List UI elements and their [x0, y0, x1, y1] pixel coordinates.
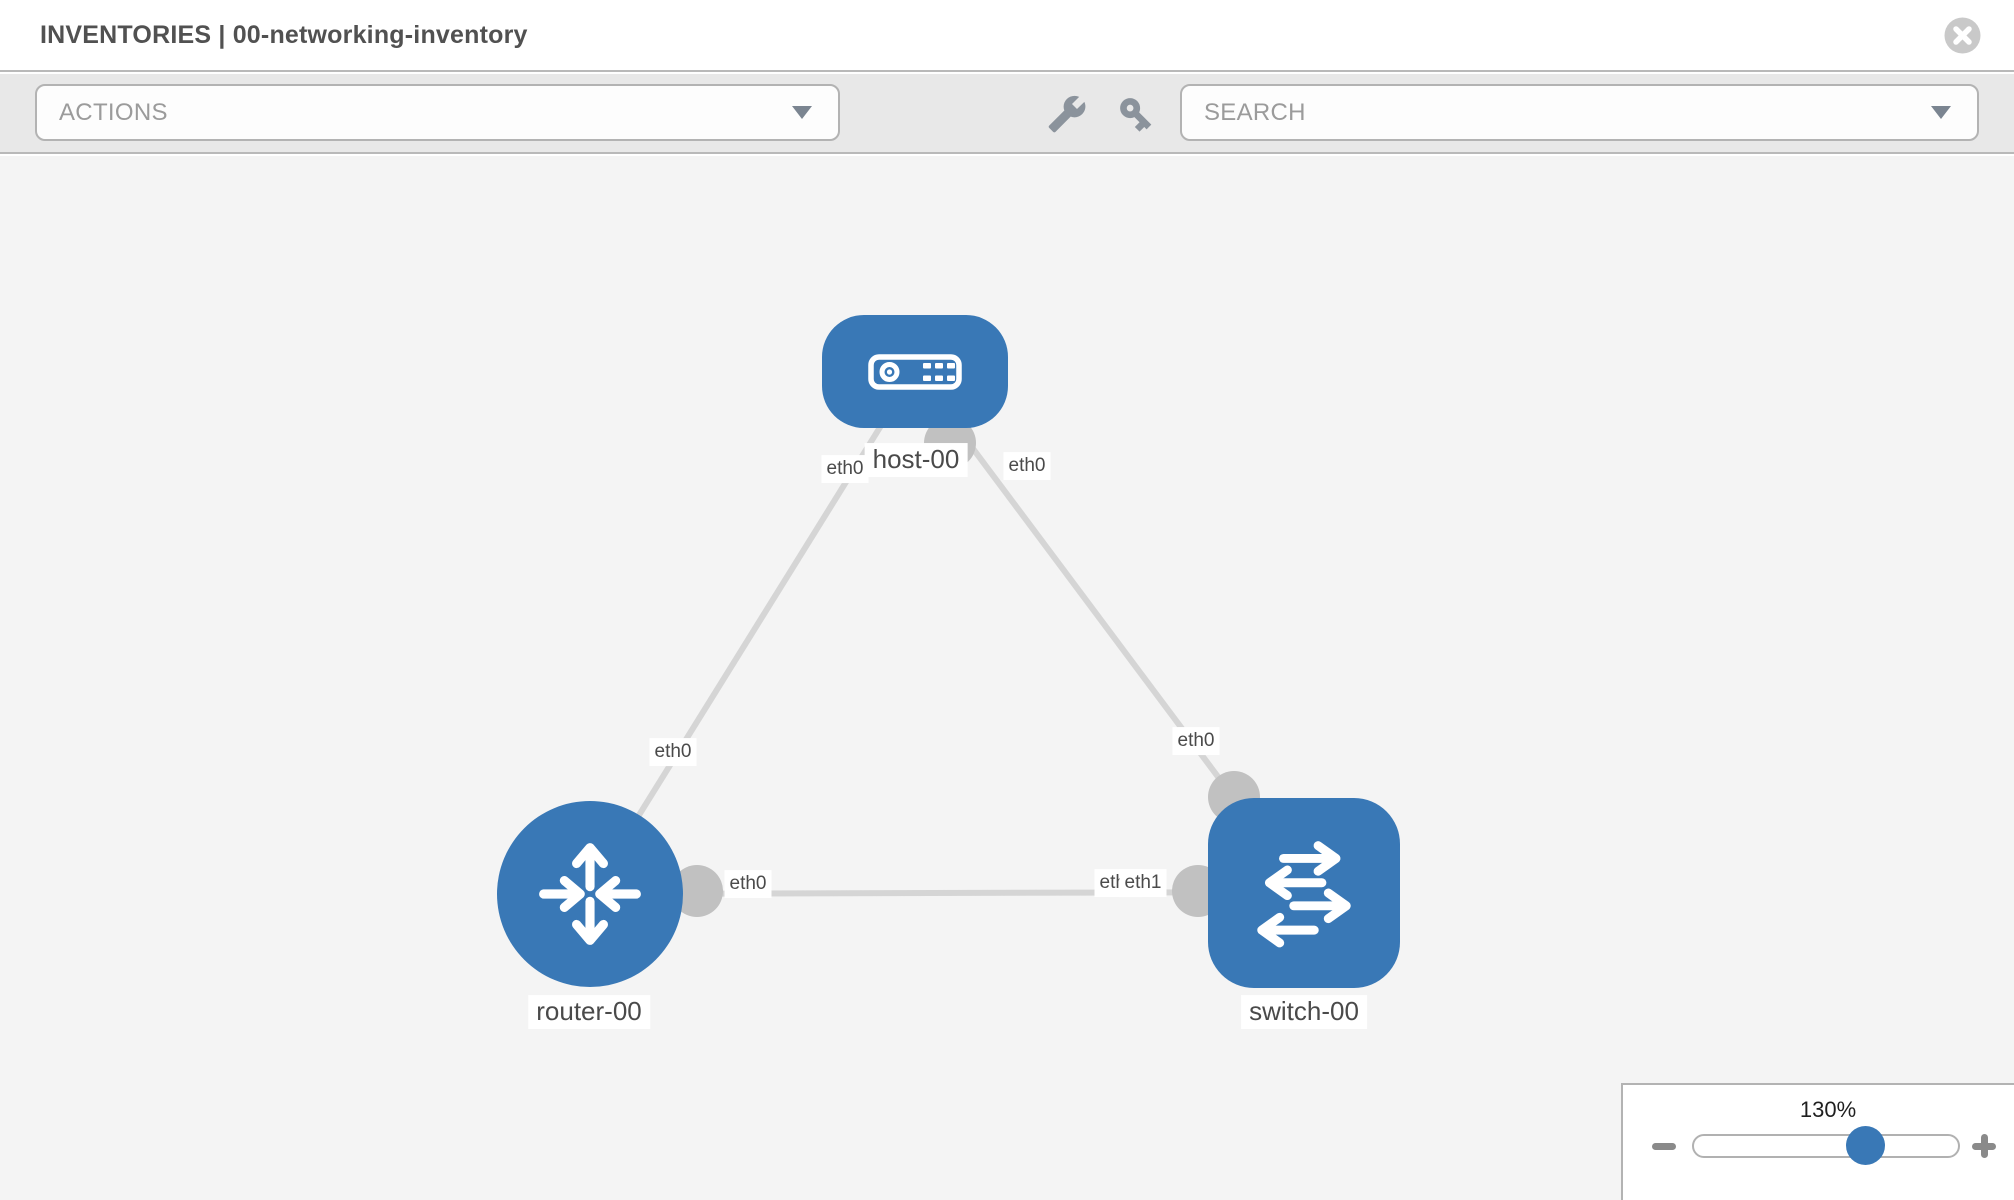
- zoom-in-button[interactable]: [1971, 1133, 1997, 1159]
- search-dropdown-label: SEARCH: [1204, 98, 1306, 126]
- close-icon: [1944, 17, 1981, 54]
- node-host-00[interactable]: [822, 315, 1008, 428]
- close-button[interactable]: [1944, 17, 1981, 54]
- search-dropdown[interactable]: SEARCH: [1180, 84, 1979, 141]
- node-label-host-00: host-00: [864, 443, 968, 477]
- plus-icon: [1981, 1134, 1988, 1158]
- zoom-level-readout: 130%: [1799, 1097, 1857, 1122]
- zoom-slider-track[interactable]: [1692, 1134, 1960, 1158]
- interface-connector: [671, 865, 723, 917]
- chevron-down-icon: [1931, 106, 1951, 119]
- wrench-icon: [1048, 95, 1086, 133]
- iface-label: eth0: [821, 455, 869, 483]
- key-button[interactable]: [1116, 94, 1156, 134]
- iface-label: eth0: [1172, 727, 1220, 755]
- node-label-router-00: router-00: [528, 995, 650, 1029]
- switch-icon: [1257, 841, 1351, 948]
- host-icon: [868, 353, 962, 390]
- minus-icon: [1652, 1143, 1676, 1150]
- toolbar: ACTIONS SEARCH: [0, 74, 2014, 154]
- key-icon: [1120, 98, 1152, 132]
- actions-dropdown-label: ACTIONS: [59, 98, 168, 126]
- node-switch-00[interactable]: [1208, 798, 1400, 988]
- topology-links-layer: [587, 369, 1307, 917]
- router-icon: [539, 843, 641, 945]
- chevron-down-icon: [792, 106, 812, 119]
- iface-label: eth0: [724, 870, 772, 898]
- wrench-button[interactable]: [1047, 94, 1087, 134]
- node-label-switch-00: switch-00: [1241, 995, 1367, 1029]
- page-header: INVENTORIES | 00-networking-inventory: [0, 0, 2014, 72]
- page-title: INVENTORIES | 00-networking-inventory: [40, 20, 528, 49]
- topology-canvas[interactable]: eth0 eth0 eth0 eth0 eth0 eth1 eth0 host-…: [0, 156, 2014, 1200]
- iface-label: eth0: [1003, 452, 1051, 480]
- zoom-out-button[interactable]: [1651, 1133, 1677, 1159]
- zoom-control-panel: 130%: [1621, 1083, 2014, 1200]
- zoom-slider-thumb[interactable]: [1846, 1126, 1885, 1165]
- actions-dropdown[interactable]: ACTIONS: [35, 84, 840, 141]
- iface-label: eth1: [1119, 869, 1167, 897]
- iface-label: eth0: [649, 738, 697, 766]
- node-router-00[interactable]: [497, 801, 683, 987]
